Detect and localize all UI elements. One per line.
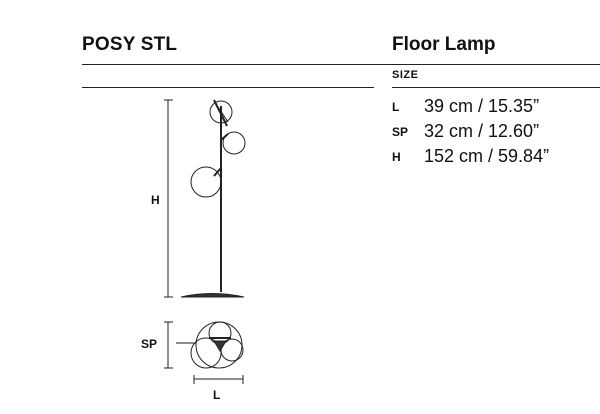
spec-key: SP [392,125,409,139]
lamp-plan-view [190,321,244,369]
lamp-globe-left [190,166,222,198]
lamp-base [180,293,245,298]
spec-key: L [392,100,400,114]
lamp-elevation-view [180,99,246,298]
product-type: Floor Lamp [392,34,496,55]
spec-value: 152 cm / 59.84” [424,146,550,166]
height-label: H [151,193,160,207]
spec-value: 32 cm / 12.60” [424,121,540,141]
depth-dimension [164,321,196,369]
spec-row-height: H 152 cm / 59.84” [392,146,600,168]
size-section-label: SIZE [392,69,419,81]
depth-label: SP [141,337,157,351]
lamp-globe-right [222,131,246,155]
spec-row-length: L 39 cm / 15.35” [392,96,600,118]
length-label: L [213,388,220,402]
plan-hub [213,340,227,352]
lamp-technical-drawing: H SP L [141,99,246,402]
spec-row-depth: SP 32 cm / 12.60” [392,121,600,143]
lamp-top-arm-detail [215,103,229,123]
left-sub-rule [82,87,374,88]
spec-key: H [392,150,401,164]
lamp-top-globe [209,100,233,124]
top-rule [82,64,600,65]
product-title: POSY STL [82,34,178,55]
right-sub-rule [392,87,600,88]
length-dimension [193,375,244,384]
spec-value: 39 cm / 15.35” [424,96,540,116]
height-dimension [164,99,173,298]
